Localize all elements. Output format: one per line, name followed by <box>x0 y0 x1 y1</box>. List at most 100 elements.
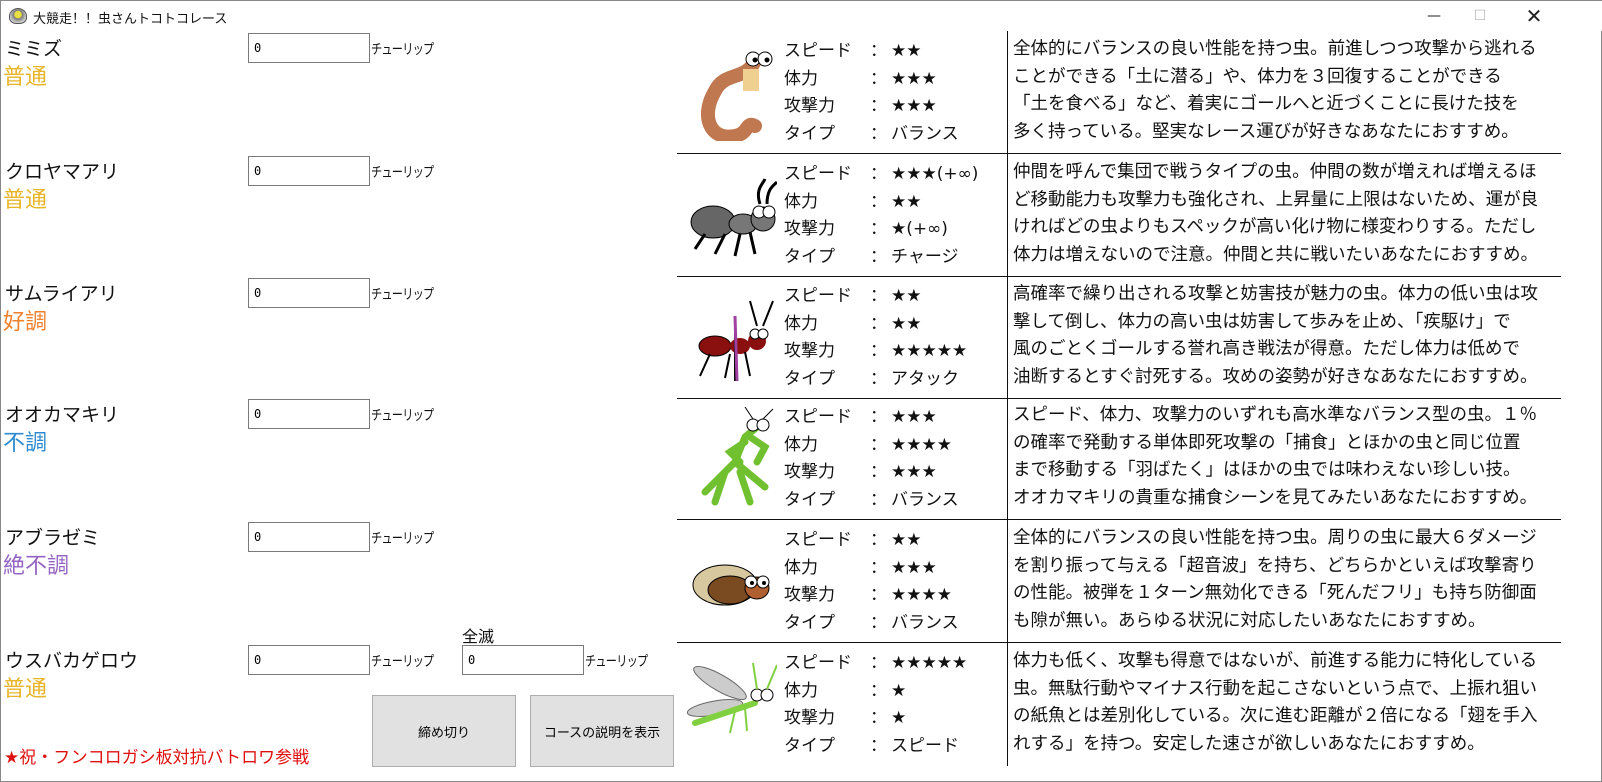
bet-input[interactable] <box>248 33 370 63</box>
stat-separator: ： <box>870 407 887 427</box>
stat-label: 体力 <box>784 557 818 578</box>
window-title: 大競走！！虫さんトコトコレース <box>33 12 228 27</box>
unit-label: チューリップ <box>371 287 434 303</box>
stat-label: 攻撃力 <box>784 585 835 605</box>
stat-label: タイプ <box>784 735 835 756</box>
bet-input[interactable] <box>248 645 370 675</box>
stat-attack: 攻撃力：★ <box>784 703 906 730</box>
stat-value: ★★ <box>891 41 922 61</box>
description-line: 高確率で繰り出される攻撃と妨害技が魅力の虫。体力の低い虫は攻 <box>1013 284 1538 304</box>
stat-value: ★★ <box>891 191 922 212</box>
row-separator <box>677 519 1561 520</box>
unit-label: チューリップ <box>585 654 648 670</box>
stat-hp: 体力：★★★★ <box>784 430 952 457</box>
stat-label: スピード <box>784 653 852 673</box>
bug-name: ウスバカゲロウ <box>5 650 139 672</box>
bet-input[interactable] <box>248 522 370 552</box>
bet-input[interactable] <box>248 399 370 429</box>
maximize-button[interactable]: ☐ <box>1473 8 1487 24</box>
stat-label: タイプ <box>784 368 835 389</box>
stat-speed: スピード：★★ <box>784 525 921 552</box>
stat-label: タイプ <box>784 246 835 267</box>
stat-separator: ： <box>870 462 887 482</box>
zenmetsu-bet-input[interactable] <box>462 645 584 675</box>
stat-label: スピード <box>784 407 852 427</box>
stat-hp: 体力：★★ <box>784 309 921 336</box>
stat-label: 攻撃力 <box>784 219 835 239</box>
stat-separator: ： <box>870 434 887 455</box>
row-separator <box>677 153 1561 154</box>
stat-value: ★★★ <box>891 557 937 578</box>
close-button[interactable]: ✕ <box>1525 4 1543 28</box>
description-line: 体力は増えないので注意。仲間と共に戦いたいあなたにおすすめ。 <box>1013 244 1538 265</box>
description-line: ことができる「土に潜る」や、体力を３回復することができる <box>1013 66 1502 87</box>
stat-separator: ： <box>870 164 887 184</box>
stat-type: タイプ：バランス <box>784 608 959 635</box>
stat-separator: ： <box>870 368 887 389</box>
stat-attack: 攻撃力 ：★(+∞) <box>784 214 948 241</box>
description-line: 風のごとくゴールする誉れ高き戦法が得意。ただし体力は低めで <box>1013 339 1520 359</box>
description-line: 撃して倒し、体力の高い虫は妨害して歩みを止め、「疾駆け」で <box>1013 311 1511 332</box>
stat-separator: ： <box>870 219 887 239</box>
stat-separator: ： <box>870 41 887 61</box>
unit-label: チューリップ <box>371 654 434 670</box>
description-line: 多く持っている。堅実なレース運びが好きなあなたにおすすめ。 <box>1013 121 1519 142</box>
stat-separator: ： <box>870 708 887 728</box>
bug-name: オオカマキリ <box>5 404 120 426</box>
description-line: 全体的にバランスの良い性能を持つ虫。前進しつつ攻撃から逃れる <box>1013 39 1537 59</box>
stat-separator: ： <box>870 246 887 267</box>
stat-speed: スピード ：★★ <box>784 36 921 63</box>
description-line: ど移動能力も攻撃力も強化され、上昇量に上限はないため、運が良 <box>1013 189 1539 210</box>
stat-separator: ： <box>870 341 887 361</box>
stat-value: ★(+∞) <box>891 219 948 239</box>
stat-separator: ： <box>870 191 887 212</box>
stat-label: 体力 <box>784 313 818 334</box>
antlion-fly-icon <box>686 662 777 734</box>
row-separator <box>677 276 1561 277</box>
stat-attack: 攻撃力：★★★ <box>784 457 937 484</box>
stat-value: ★★★ <box>891 68 937 89</box>
stat-value: チャージ <box>891 246 959 267</box>
bug-panel: スピード：★★体力：★★★攻撃力：★★★タイプ：バランス全体的にバランスの良い性… <box>677 31 1561 154</box>
bug-panel: スピード：★★体力：★★攻撃力：★★★★★タイプ：アタック高確率で繰り出される攻… <box>677 276 1561 399</box>
stat-label: スピード <box>784 286 852 306</box>
stat-value: ★★★★ <box>891 434 952 455</box>
stat-label: 攻撃力 <box>784 708 835 728</box>
ant-icon <box>690 178 777 257</box>
stat-attack: 攻撃力：★★★ <box>784 91 937 118</box>
description-line: オオカマキリの貴重な捕食シーンを見てみたいあなたにおすすめ。 <box>1013 487 1538 508</box>
unit-label: チューリップ <box>371 408 434 424</box>
stat-separator: ： <box>870 530 887 550</box>
stat-separator: ： <box>870 585 887 605</box>
stat-value: バランス <box>891 612 959 633</box>
minimize-button[interactable]: — <box>1427 8 1441 24</box>
bug-name: アブラゼミ <box>5 527 101 549</box>
bet-input[interactable] <box>248 278 370 308</box>
stat-label: 攻撃力 <box>784 96 835 116</box>
stat-speed: スピード：★★★★★ <box>784 648 967 675</box>
teacup-icon <box>9 8 27 24</box>
stat-value: バランス <box>891 123 959 144</box>
stat-label: スピード <box>784 41 852 61</box>
deadline-button[interactable]: 締め切り <box>372 695 516 767</box>
condition-label: 好調 <box>3 310 48 335</box>
bet-input[interactable] <box>248 156 370 186</box>
show-course-button[interactable]: コースの説明を表示 <box>530 695 674 767</box>
stat-value: ★★★★★ <box>891 341 968 361</box>
stat-separator: ： <box>870 735 887 756</box>
stat-value: ★★★ <box>891 96 937 116</box>
stat-value: ★★★(+∞) <box>891 164 979 184</box>
stat-type: タイプ ：チャージ <box>784 242 959 269</box>
stat-label: 攻撃力 <box>784 462 835 482</box>
samurai-ant-icon <box>698 300 774 382</box>
bug-panel: スピード：★★★体力：★★★★攻撃力：★★★タイプ：バランススピード、体力、攻撃… <box>677 397 1561 520</box>
stat-value: ★★ <box>891 286 922 306</box>
stat-value: ★★★★★ <box>891 653 968 673</box>
bug-panel: スピード：★★★(+∞)体力：★★攻撃力：★(+∞)タイプ：チャージ仲間を呼んで… <box>677 154 1561 277</box>
description-line: ければどの虫よりもスペックが高い化け物に様変わりする。ただし <box>1013 217 1537 237</box>
stat-speed: スピード：★★★ <box>784 402 937 429</box>
stat-speed: スピード：★★★(+∞) <box>784 159 978 186</box>
description-line: スピード、体力、攻撃力のいずれも高水準なバランス型の虫。１％ <box>1013 405 1537 425</box>
stat-type: タイプ：バランス <box>784 119 959 146</box>
description-line: まで移動する「羽ばたく」はほかの虫では味わえない珍しい技。 <box>1013 460 1521 480</box>
